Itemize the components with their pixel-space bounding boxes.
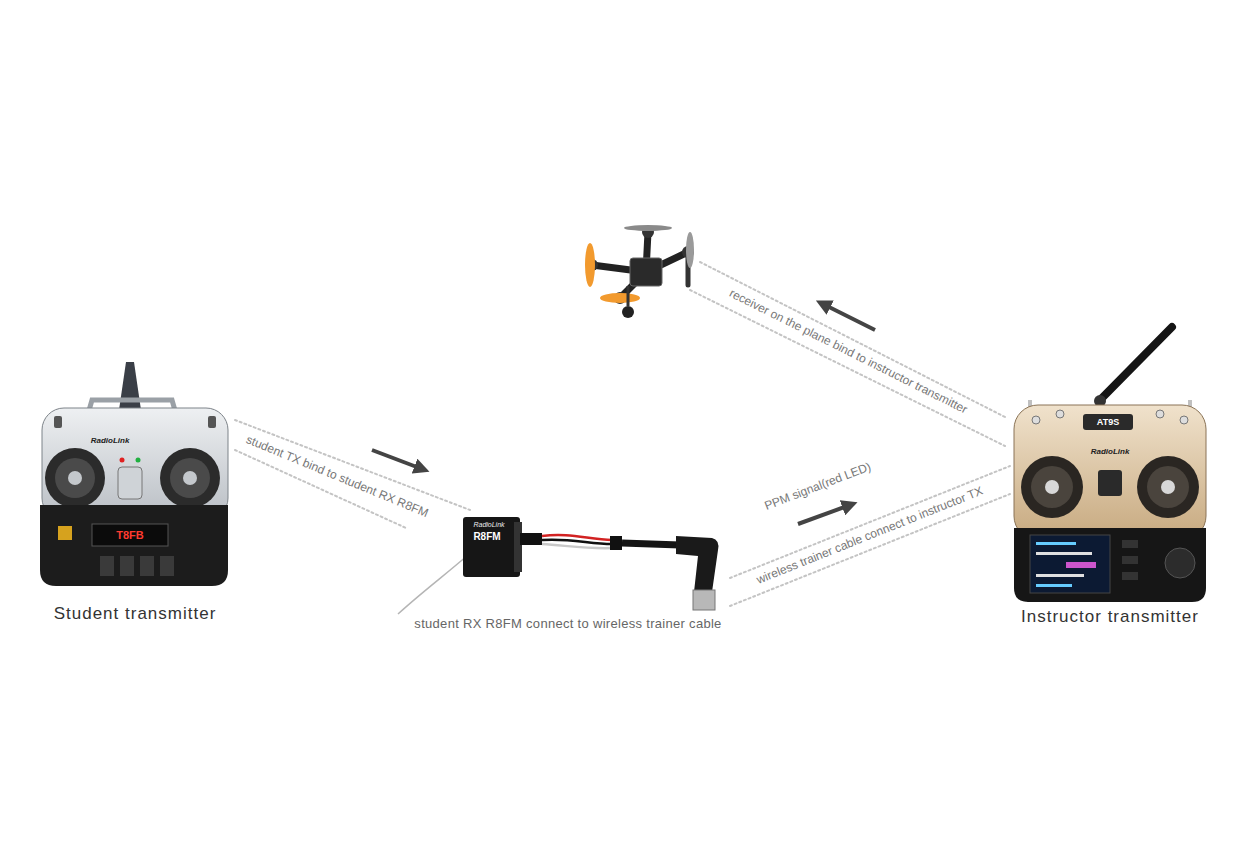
dotted-line xyxy=(730,466,1010,578)
drone-picture xyxy=(585,225,694,318)
antenna-wire xyxy=(398,555,468,614)
pin-header xyxy=(514,522,522,572)
plug-metal xyxy=(693,590,715,610)
gimbal xyxy=(1137,456,1199,518)
case-bottom xyxy=(40,505,228,586)
link-label: receiver on the plane bind to instructor… xyxy=(724,286,972,419)
screen-line xyxy=(1066,562,1096,568)
model-name: T8FB xyxy=(116,529,144,542)
brand-name: RadioLink xyxy=(1091,447,1130,456)
button xyxy=(120,556,134,576)
led xyxy=(120,458,125,463)
button xyxy=(100,556,114,576)
student-transmitter-picture xyxy=(40,362,228,586)
propeller xyxy=(600,293,640,303)
junction xyxy=(610,536,622,550)
switch xyxy=(1180,416,1188,424)
direction-arrow xyxy=(798,505,850,524)
stick xyxy=(1045,480,1059,494)
case-top xyxy=(1014,405,1206,540)
dotted-connector xyxy=(730,466,1010,606)
button xyxy=(160,556,174,576)
switch xyxy=(54,416,62,428)
link-lines xyxy=(690,262,1005,446)
screen-line xyxy=(1036,574,1084,577)
stick xyxy=(68,471,82,485)
propeller xyxy=(624,225,672,231)
gimbal xyxy=(160,448,220,508)
instructor-transmitter-picture xyxy=(1014,327,1206,602)
switch xyxy=(1032,416,1040,424)
stick xyxy=(1161,480,1175,494)
case-bottom xyxy=(1014,528,1206,602)
case-top xyxy=(42,408,228,520)
plug xyxy=(676,536,718,592)
button xyxy=(1122,572,1138,580)
receiver-node: student RX R8FM connect to wireless trai… xyxy=(406,510,730,638)
gimbal xyxy=(55,458,95,498)
body xyxy=(630,258,662,286)
dotted-line xyxy=(700,262,1005,417)
direction-arrow xyxy=(372,450,422,469)
gimbal xyxy=(170,458,210,498)
cable xyxy=(622,543,680,545)
wire xyxy=(542,540,612,544)
signal-label: PPM signal(red LED) xyxy=(760,459,876,514)
power-switch xyxy=(118,467,142,499)
gimbal xyxy=(45,448,105,508)
name-plate xyxy=(1083,414,1133,430)
propeller xyxy=(585,243,595,287)
gimbal xyxy=(1147,466,1189,508)
button xyxy=(140,556,154,576)
center-switch xyxy=(1098,470,1122,496)
screen-line xyxy=(1036,542,1076,545)
screen xyxy=(1030,535,1110,593)
model-name: R8FM xyxy=(473,531,500,543)
screen-line xyxy=(1036,552,1092,555)
logo xyxy=(58,526,72,540)
screen-line xyxy=(1036,584,1072,587)
antenna xyxy=(1102,327,1172,398)
transmitter-node: Instructor transmitter xyxy=(1010,315,1210,633)
dotted-connector xyxy=(235,420,470,528)
switch xyxy=(208,416,216,428)
brand-name: RadioLink xyxy=(473,521,504,529)
antenna xyxy=(119,362,141,410)
dotted-line xyxy=(235,420,470,510)
node-caption: Student transmitter xyxy=(54,604,217,624)
receiver-picture xyxy=(398,517,718,614)
button xyxy=(1122,540,1138,548)
direction-arrows xyxy=(372,304,875,524)
transmitter-node: Student transmitter xyxy=(35,355,235,630)
receiver-case xyxy=(463,517,520,577)
camera xyxy=(622,306,634,318)
model-name: AT9S xyxy=(1097,417,1119,427)
dotted-line xyxy=(690,290,1005,446)
gimbal xyxy=(1031,466,1073,508)
servo-plug xyxy=(520,533,542,545)
dial xyxy=(1165,548,1195,578)
direction-arrow xyxy=(823,304,875,330)
switch xyxy=(1156,410,1164,418)
led xyxy=(136,458,141,463)
button xyxy=(1122,556,1138,564)
node-caption: Instructor transmitter xyxy=(1021,607,1199,627)
brand-name: RadioLink xyxy=(91,436,130,445)
wire xyxy=(542,544,612,548)
gimbal xyxy=(1021,456,1083,518)
propeller xyxy=(686,232,694,268)
lcd xyxy=(92,524,168,546)
mount xyxy=(627,286,630,306)
switch xyxy=(1056,410,1064,418)
connector-label: student TX bind to student RX R8FM xyxy=(241,432,433,522)
stick xyxy=(183,471,197,485)
node-caption: student RX R8FM connect to wireless trai… xyxy=(414,616,721,632)
